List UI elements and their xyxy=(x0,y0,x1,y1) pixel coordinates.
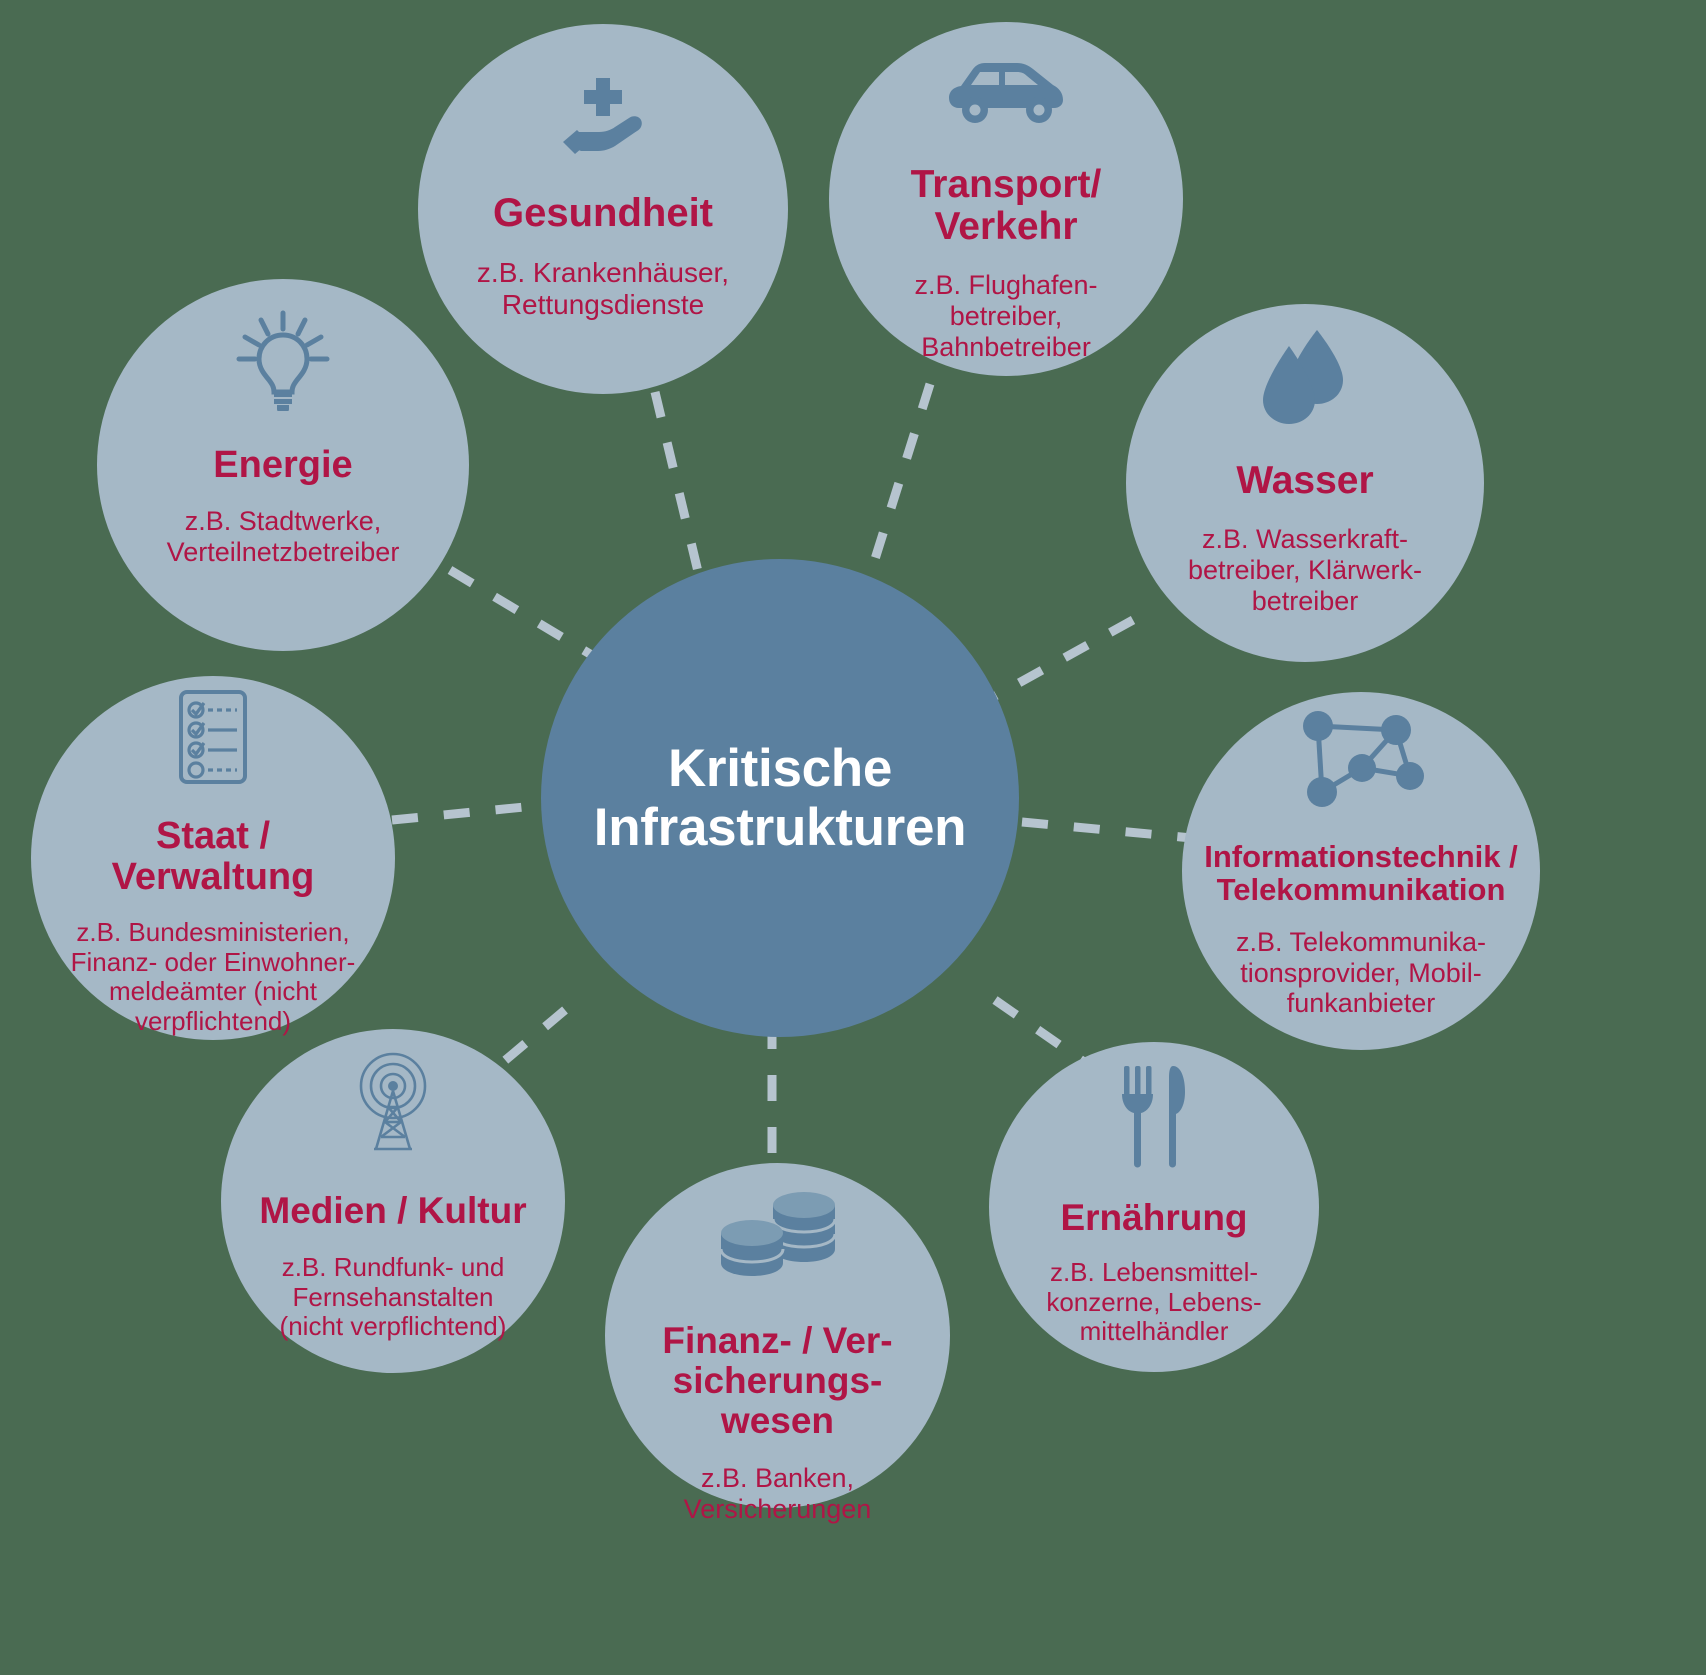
node-description: z.B. Wasserkraft- betreiber, Klärwerk- b… xyxy=(1187,524,1423,616)
node-description: z.B. Telekommunika- tionsprovider, Mobil… xyxy=(1235,926,1487,1019)
node-title: Gesundheit xyxy=(492,191,714,235)
node-title: Energie xyxy=(213,444,353,486)
lightbulb-icon xyxy=(231,307,335,413)
node-title: Transport/ Verkehr xyxy=(910,163,1102,249)
node-description: z.B. Krankenhäuser, Rettungsdienste xyxy=(476,257,730,321)
node-description: z.B. Lebensmittel- konzerne, Lebens- mit… xyxy=(1046,1256,1262,1347)
node-description: z.B. Flughafen- betreiber, Bahnbetreiber xyxy=(914,270,1098,362)
network-nodes-icon xyxy=(1296,706,1426,812)
hub-title: Kritische Infrastrukturen xyxy=(593,738,967,857)
node-description: z.B. Bundesministerien, Finanz- oder Ein… xyxy=(70,917,356,1036)
broadcast-tower-icon xyxy=(340,1049,446,1155)
node-staat-verwaltung[interactable]: Staat / Verwaltung z.B. Bundesministerie… xyxy=(31,676,395,1040)
hub-kritische-infrastrukturen[interactable]: Kritische Infrastrukturen xyxy=(541,559,1019,1037)
checklist-clipboard-icon xyxy=(175,688,251,786)
connector-staat xyxy=(391,800,546,825)
node-title: Informationstechnik / Telekommunikation xyxy=(1204,839,1518,908)
node-energie[interactable]: Energie z.B. Stadtwerke, Verteilnetzbetr… xyxy=(97,279,469,651)
node-finanz-versicherungswesen[interactable]: Finanz- / Ver- sicherungs- wesen z.B. Ba… xyxy=(605,1163,950,1524)
node-description: z.B. Rundfunk- und Fernsehanstalten (nic… xyxy=(279,1251,507,1342)
node-wasser[interactable]: Wasser z.B. Wasserkraft- betreiber, Klär… xyxy=(1126,304,1484,662)
hand-holding-medical-cross-icon xyxy=(555,70,651,166)
node-title: Staat / Verwaltung xyxy=(111,815,315,899)
node-transport-verkehr[interactable]: Transport/ Verkehr z.B. Flughafen- betre… xyxy=(829,22,1183,376)
car-icon xyxy=(947,60,1065,136)
water-drops-icon xyxy=(1259,328,1351,428)
coin-stacks-icon xyxy=(719,1189,837,1281)
node-informationstechnik-telekommunikation[interactable]: Informationstechnik / Telekommunikation … xyxy=(1182,692,1540,1050)
node-title: Finanz- / Ver- sicherungs- wesen xyxy=(662,1320,893,1441)
node-medien-kultur[interactable]: Medien / Kultur z.B. Rundfunk- und Ferns… xyxy=(221,1029,565,1373)
node-ernaehrung[interactable]: Ernährung z.B. Lebensmittel- konzerne, L… xyxy=(989,1042,1319,1372)
connector-energie xyxy=(447,566,603,664)
connector-medien xyxy=(467,1006,568,1094)
connector-gesundheit xyxy=(650,390,705,582)
fork-and-knife-icon xyxy=(1119,1064,1189,1168)
node-title: Medien / Kultur xyxy=(259,1190,527,1231)
connector-it xyxy=(1021,817,1193,843)
node-description: z.B. Banken, Versicherungen xyxy=(683,1462,872,1524)
connector-wasser xyxy=(985,616,1136,704)
connector-transport xyxy=(865,382,935,577)
node-title: Ernährung xyxy=(1060,1197,1248,1238)
node-title: Wasser xyxy=(1236,459,1374,502)
node-description: z.B. Stadtwerke, Verteilnetzbetreiber xyxy=(166,506,400,567)
node-gesundheit[interactable]: Gesundheit z.B. Krankenhäuser, Rettungsd… xyxy=(418,24,788,394)
